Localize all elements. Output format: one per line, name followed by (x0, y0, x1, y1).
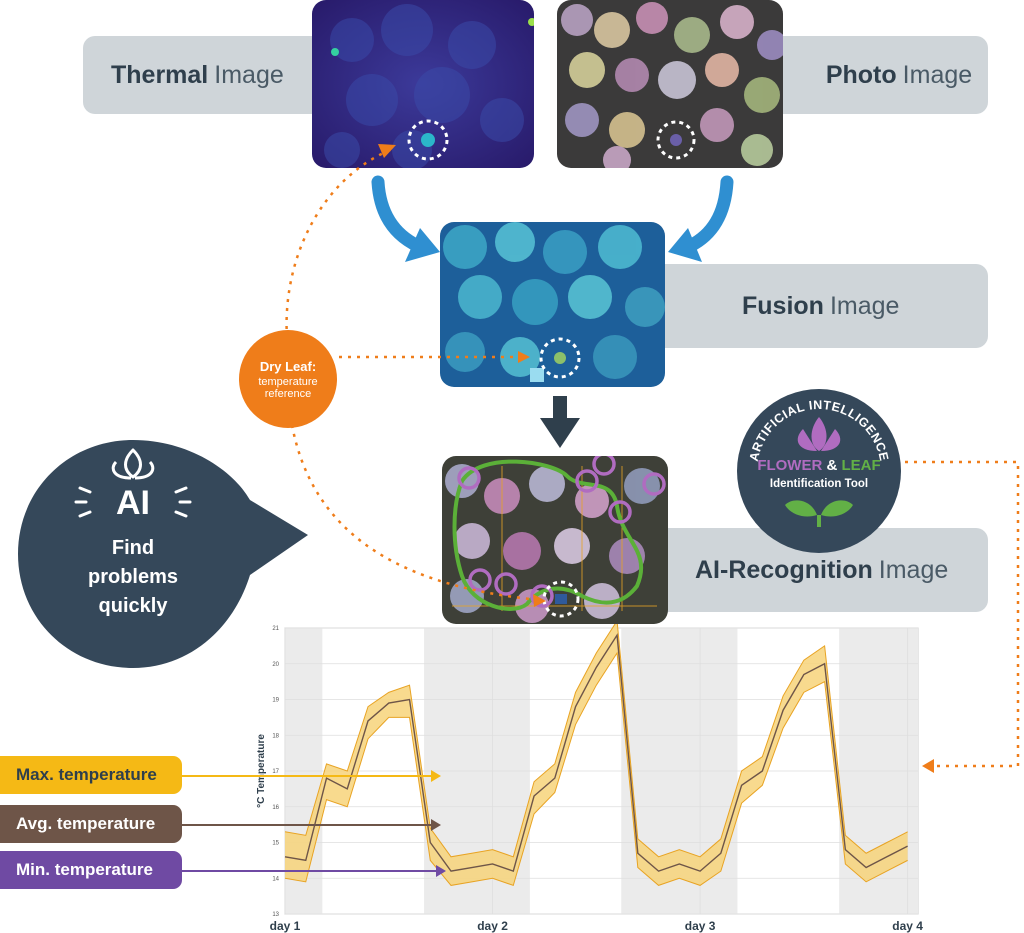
thermal-label-rest: Image (214, 60, 284, 89)
legend-item-1: Avg. temperature (0, 805, 182, 843)
legend-item-label: Max. temperature (16, 765, 157, 784)
y-axis-label: °C Temperature (256, 734, 267, 808)
x-tick-label-1: day 2 (477, 919, 508, 933)
ai-rays-icon (74, 486, 192, 518)
legend-arrow-2 (182, 870, 437, 872)
y-tick-label-5: 18 (272, 733, 279, 739)
series-line-max (284, 619, 908, 858)
leaf-icon (785, 500, 853, 527)
photo-label: Photo Image (770, 36, 988, 114)
ai-icon-text: AI (116, 484, 150, 522)
x-tick-label-3: day 4 (892, 919, 923, 933)
ai-callout: AI Find problems quickly (18, 440, 310, 668)
series-line-min (284, 651, 908, 887)
dry-leaf-title: Dry Leaf: (259, 358, 317, 374)
y-tick-label-4: 17 (272, 769, 279, 775)
y-tick-label-7: 20 (272, 662, 279, 668)
thermal-label-bold: Thermal (111, 60, 209, 89)
ai-callout-line2: problems (87, 566, 179, 588)
legend-item-label: Min. temperature (16, 860, 153, 879)
photo-image (557, 0, 783, 168)
y-tick-label-1: 14 (272, 876, 279, 882)
fusion-label-bold: Fusion (742, 291, 824, 320)
temperature-chart: 13 14 15 16 17 18 19 20 21 day 1 day 2 day 3 day 4 °C… (252, 619, 924, 933)
x-tick-label-0: day 1 (270, 919, 301, 933)
legend-arrowhead-1 (431, 819, 441, 831)
thermal-image (312, 0, 534, 168)
fusion-label-rest: Image (829, 291, 900, 320)
legend-arrowhead-0 (431, 770, 441, 782)
photo-label-bold: Photo (825, 60, 897, 89)
lotus-icon (111, 448, 155, 480)
y-tick-label-6: 19 (272, 698, 279, 704)
fusion-label: Fusion Image (650, 264, 988, 348)
x-tick-label-2: day 3 (685, 919, 716, 933)
photo-label-rest: Image (902, 60, 973, 89)
series-line-avg (284, 633, 908, 873)
y-tick-label-0: 13 (272, 912, 279, 918)
legend-arrow-0 (182, 775, 432, 777)
badge-leaf-text: LEAF (841, 457, 881, 474)
y-tick-label-2: 15 (272, 841, 279, 847)
flower-leaf-badge: ARTIFICIAL INTELLIGENCE FLOWER & LEAF Id… (735, 387, 903, 555)
fusion-image (440, 222, 665, 387)
y-tick-label-3: 16 (272, 805, 279, 811)
legend-item-0: Max. temperature (0, 756, 182, 794)
thermal-label: Thermal Image (83, 36, 323, 114)
badge-amp-text: & (826, 457, 838, 474)
temperature-band (285, 620, 908, 886)
dry-leaf-line1: temperature (258, 375, 318, 388)
legend-arrow-1 (182, 824, 432, 826)
ai-callout-line3: quickly (98, 595, 168, 617)
legend-item-2: Min. temperature (0, 851, 182, 889)
dry-leaf-line2: reference (264, 387, 312, 400)
badge-flower-text: FLOWER (757, 457, 823, 474)
ai-recognition-image (442, 456, 668, 624)
badge-tool-text: Identification Tool (769, 478, 869, 490)
legend-arrowhead-2 (436, 865, 446, 877)
ai-callout-line1: Find (111, 537, 155, 559)
ai-recognition-label-rest: Image (878, 555, 949, 584)
flower-icon (797, 417, 841, 451)
y-tick-label-8: 21 (272, 626, 279, 632)
dry-leaf-callout: Dry Leaf: temperature reference (239, 330, 337, 428)
legend-item-label: Avg. temperature (16, 814, 156, 833)
ai-recognition-label-bold: AI-Recognition (695, 555, 873, 584)
